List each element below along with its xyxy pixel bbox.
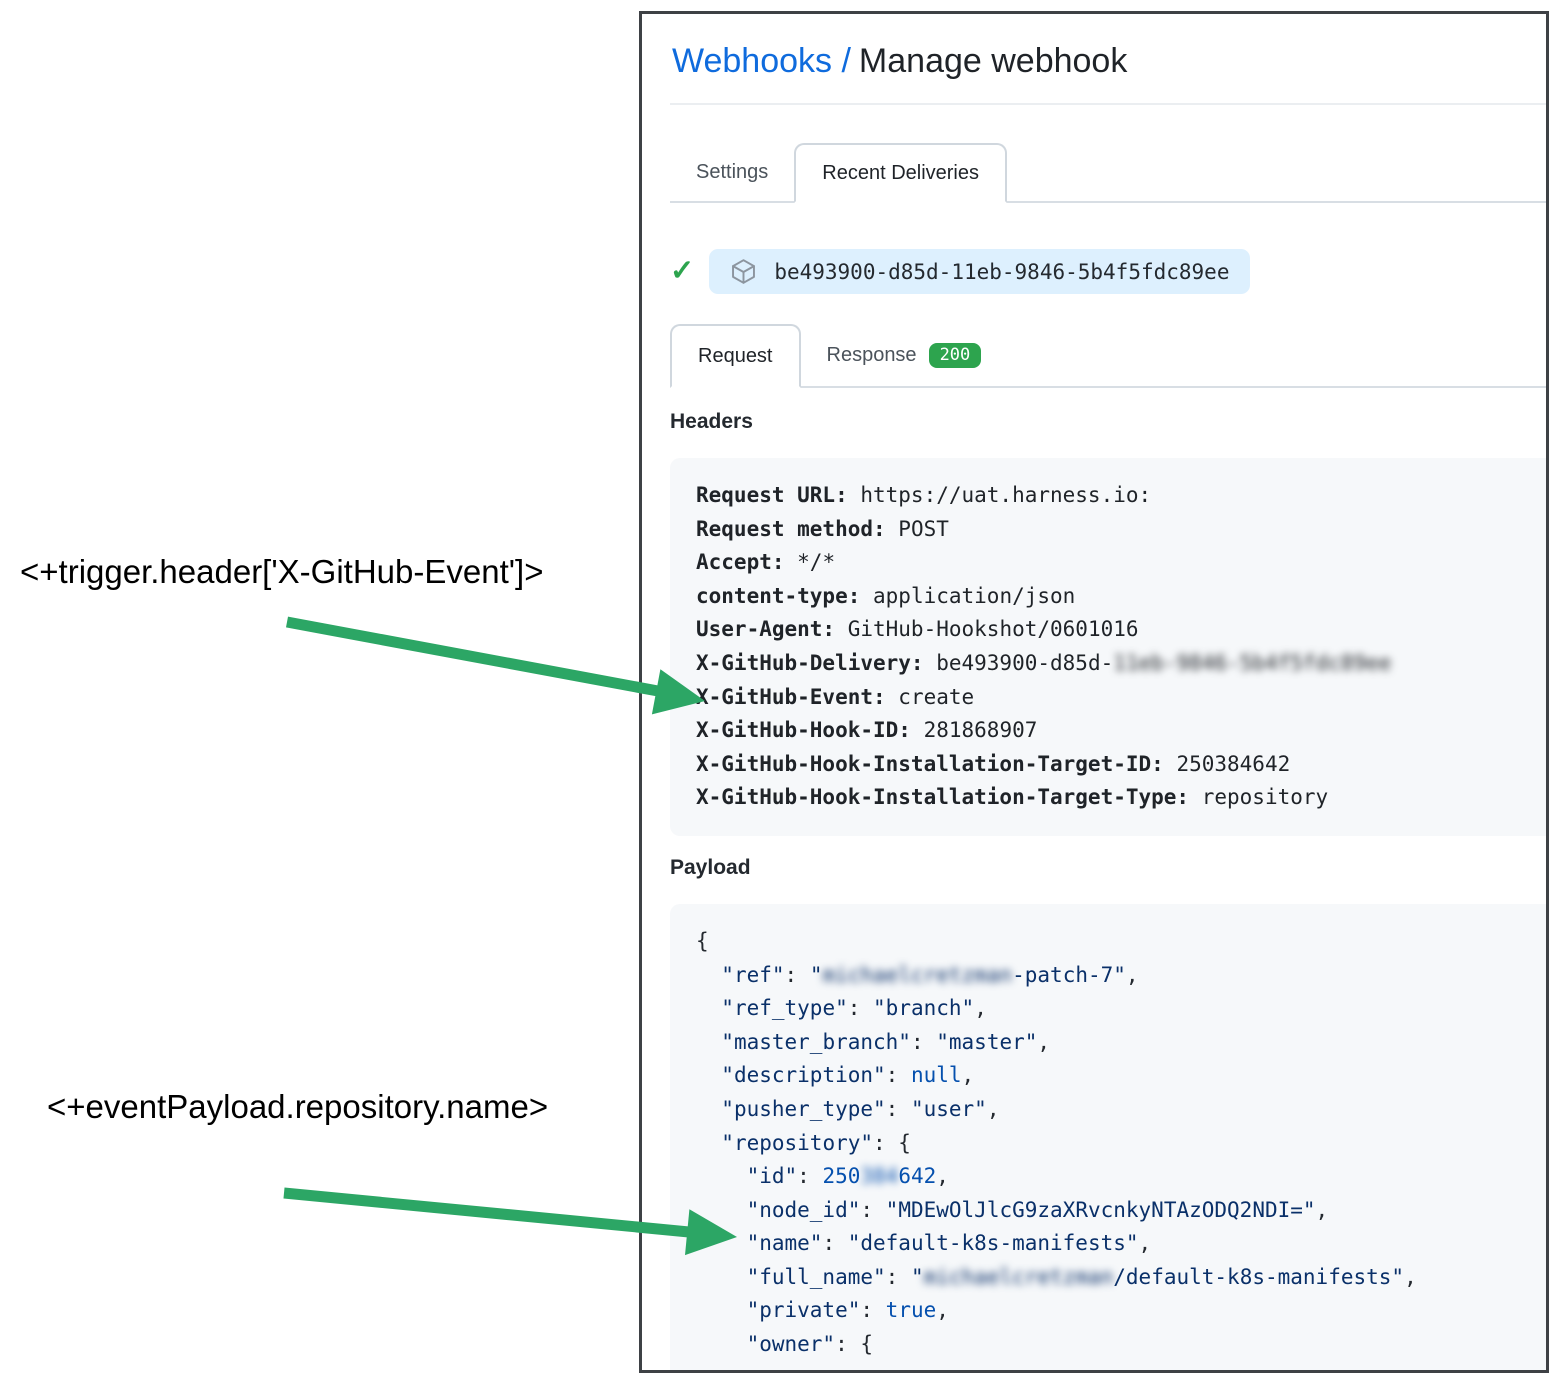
response-status-badge: 200: [928, 342, 982, 368]
tab-recent-deliveries[interactable]: Recent Deliveries: [794, 143, 1007, 203]
payload-line: "ref": "michaelcretzman-patch-7",: [721, 962, 1139, 987]
delivery-guid: be493900-d85d-11eb-9846-5b4f5fdc89ee: [774, 259, 1230, 284]
header-line: Accept: */*: [696, 550, 836, 575]
webhook-tabs: Settings Recent Deliveries: [670, 143, 1546, 203]
payload-line: "master_branch": "master",: [721, 1029, 1051, 1054]
payload-code-box: { "ref": "michaelcretzman-patch-7", "ref…: [670, 903, 1546, 1370]
page-title: Webhooks /Manage webhook: [672, 42, 1546, 81]
header-line: X-GitHub-Delivery: be493900-d85d-11eb-98…: [696, 650, 1392, 675]
tab-settings[interactable]: Settings: [696, 160, 769, 183]
tab-request[interactable]: Request: [670, 324, 801, 388]
event-payload-expression: <+eventPayload.repository.name>: [47, 1088, 549, 1125]
header-line: X-GitHub-Event: create: [696, 684, 975, 709]
payload-line: "node_id": "MDEwOlJlcG9zaXRvcnkyNTAzODQ2…: [746, 1197, 1329, 1222]
payload-line: {: [696, 928, 709, 953]
page-title-text: Manage webhook: [858, 42, 1128, 80]
payload-line: "id": 250384642,: [746, 1164, 949, 1189]
payload-line: "repository": {: [721, 1130, 911, 1155]
payload-section-label: Payload: [670, 855, 751, 879]
payload-line: "pusher_type": "user",: [721, 1096, 1000, 1121]
webhook-panel: Webhooks /Manage webhook Settings Recent…: [639, 11, 1549, 1373]
header-line: Request URL: https://uat.harness.io:: [696, 483, 1152, 507]
check-icon: ✓: [670, 255, 695, 287]
package-icon: [730, 258, 757, 285]
header-line: content-type: application/json: [696, 583, 1076, 608]
headers-code-box: Request URL: https://uat.harness.io: Requ…: [670, 458, 1546, 836]
webhooks-breadcrumb-link[interactable]: Webhooks /: [672, 42, 851, 80]
title-divider: [670, 103, 1546, 105]
trigger-header-expression: <+trigger.header['X-GitHub-Event']>: [20, 553, 544, 590]
header-line: X-GitHub-Hook-Installation-Target-ID: 25…: [696, 751, 1291, 776]
payload-line: "full_name": "michaelcretzman/default-k8…: [746, 1264, 1417, 1289]
payload-line: "owner": {: [746, 1332, 874, 1357]
payload-line: "private": true,: [746, 1298, 949, 1323]
header-line: X-GitHub-Hook-ID: 281868907: [696, 718, 1038, 743]
request-response-tabs: Request Response 200: [670, 324, 1546, 388]
payload-line: "ref_type": "branch",: [721, 996, 987, 1021]
header-line: X-GitHub-Hook-Installation-Target-Type: …: [696, 785, 1329, 810]
headers-section-label: Headers: [670, 410, 753, 433]
payload-line: "name": "default-k8s-manifests",: [746, 1231, 1152, 1256]
header-line: User-Agent: GitHub-Hookshot/0601016: [696, 617, 1139, 642]
tab-response[interactable]: Response 200: [801, 324, 1008, 386]
delivery-row: ✓ be493900-d85d-11eb-9846-5b4f5fdc89ee: [670, 249, 1546, 294]
tab-response-label: Response: [826, 343, 917, 366]
header-line: Request method: POST: [696, 516, 949, 541]
payload-line: "description": null,: [721, 1063, 975, 1088]
delivery-guid-pill[interactable]: be493900-d85d-11eb-9846-5b4f5fdc89ee: [709, 249, 1251, 294]
